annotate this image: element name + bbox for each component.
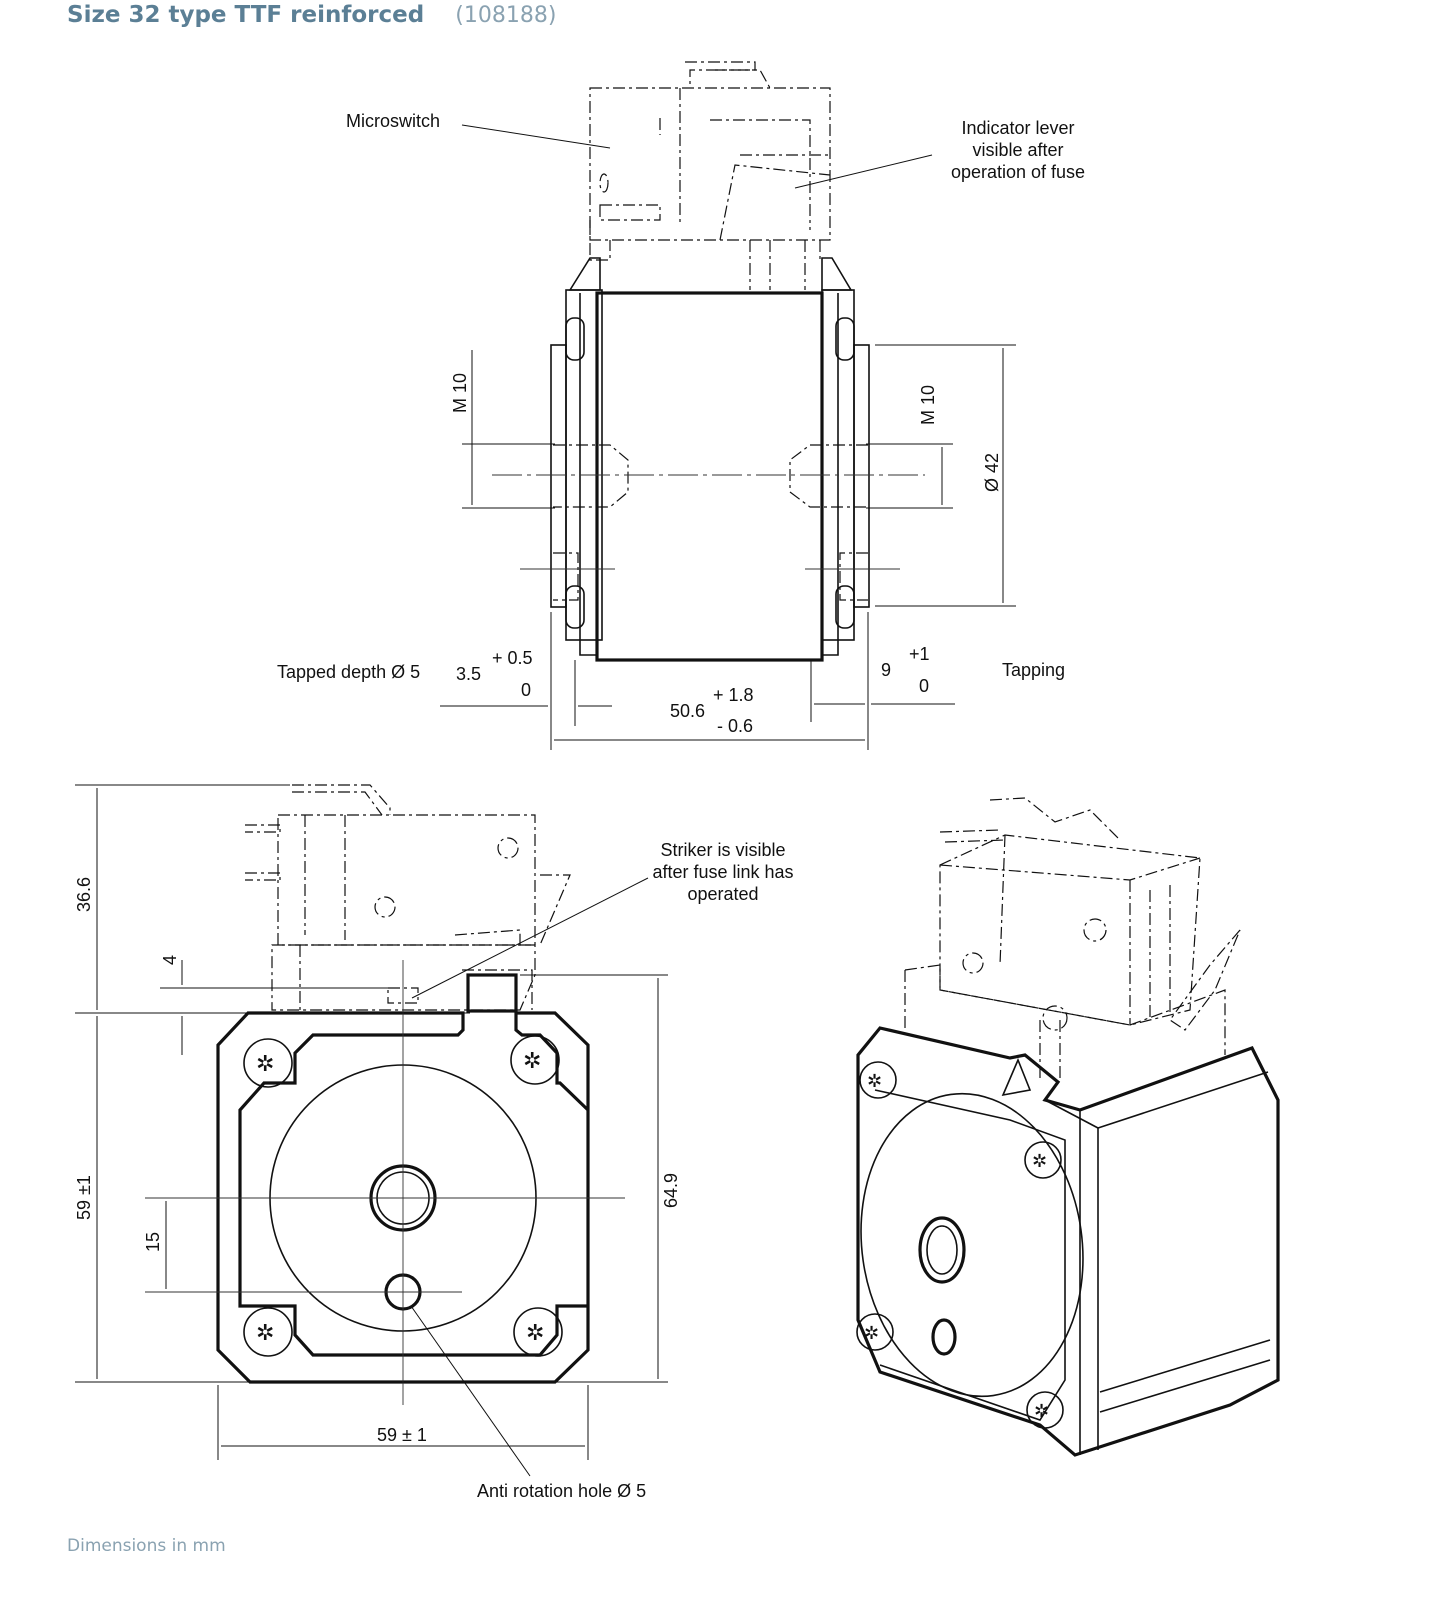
label-m10-left: M 10 xyxy=(450,373,470,413)
label-microswitch: Microswitch xyxy=(346,111,440,131)
label-15: 15 xyxy=(143,1232,163,1252)
label-length-val: 50.6 xyxy=(670,701,705,721)
footer-note: Dimensions in mm xyxy=(67,1536,226,1556)
label-tap-val: 9 xyxy=(881,660,891,680)
label-tapped-plus: + 0.5 xyxy=(492,648,533,668)
label-tap-zero: 0 xyxy=(919,676,929,696)
label-striker-1: Striker is visible xyxy=(660,840,785,860)
label-indicator-1: Indicator lever xyxy=(961,118,1074,138)
dim-m10-right xyxy=(866,443,953,509)
label-59-vertical: 59 ±1 xyxy=(74,1175,94,1220)
dim-dia42 xyxy=(875,344,1016,607)
dim-m10-left xyxy=(462,350,555,509)
dim-length xyxy=(440,612,955,750)
screw-icon: ✲ xyxy=(867,1071,882,1091)
header: Size 32 type TTF reinforced (108188) xyxy=(67,2,556,28)
front-microswitch-phantom xyxy=(245,784,571,1011)
isometric-view: ✲ ✲ ✲ ✲ xyxy=(856,797,1280,1457)
screw-icon: ✲ xyxy=(256,1051,274,1076)
label-indicator-3: operation of fuse xyxy=(951,162,1085,182)
label-4: 4 xyxy=(160,955,180,965)
screw-icon: ✲ xyxy=(1032,1151,1047,1171)
screw-icon: ✲ xyxy=(523,1048,541,1073)
label-tapped-val: 3.5 xyxy=(456,664,481,684)
label-36-6: 36.6 xyxy=(74,877,94,912)
screw-icon: ✲ xyxy=(526,1320,544,1345)
fuse-body xyxy=(492,257,925,662)
screw-icon: ✲ xyxy=(256,1320,274,1345)
label-tap-plus: +1 xyxy=(909,644,930,664)
label-length-plus: + 1.8 xyxy=(713,685,754,705)
label-m10-right: M 10 xyxy=(918,385,938,425)
front-view: ✲ ✲ ✲ ✲ 36.6 4 59 ±1 15 64.9 59 ± 1 Stri… xyxy=(74,784,794,1501)
label-64-9: 64.9 xyxy=(661,1173,681,1208)
label-tapped-zero: 0 xyxy=(521,680,531,700)
iso-microswitch-phantom xyxy=(904,797,1241,1080)
label-length-minus: - 0.6 xyxy=(717,716,753,736)
label-59-horizontal: 59 ± 1 xyxy=(377,1425,427,1445)
label-tapping: Tapping xyxy=(1002,660,1065,680)
label-anti-rotation: Anti rotation hole Ø 5 xyxy=(477,1481,646,1501)
screw-icon: ✲ xyxy=(864,1323,879,1343)
label-tapped-depth: Tapped depth Ø 5 xyxy=(277,662,420,682)
page-title: Size 32 type TTF reinforced xyxy=(67,2,425,28)
microswitch-phantom xyxy=(589,61,831,290)
label-indicator-2: visible after xyxy=(972,140,1063,160)
product-code: (108188) xyxy=(455,3,557,28)
screw-icon: ✲ xyxy=(1034,1401,1049,1421)
label-striker-2: after fuse link has xyxy=(652,862,793,882)
label-striker-3: operated xyxy=(687,884,758,904)
side-view: Microswitch Indicator lever visible afte… xyxy=(277,61,1085,750)
label-dia42: Ø 42 xyxy=(982,453,1002,492)
